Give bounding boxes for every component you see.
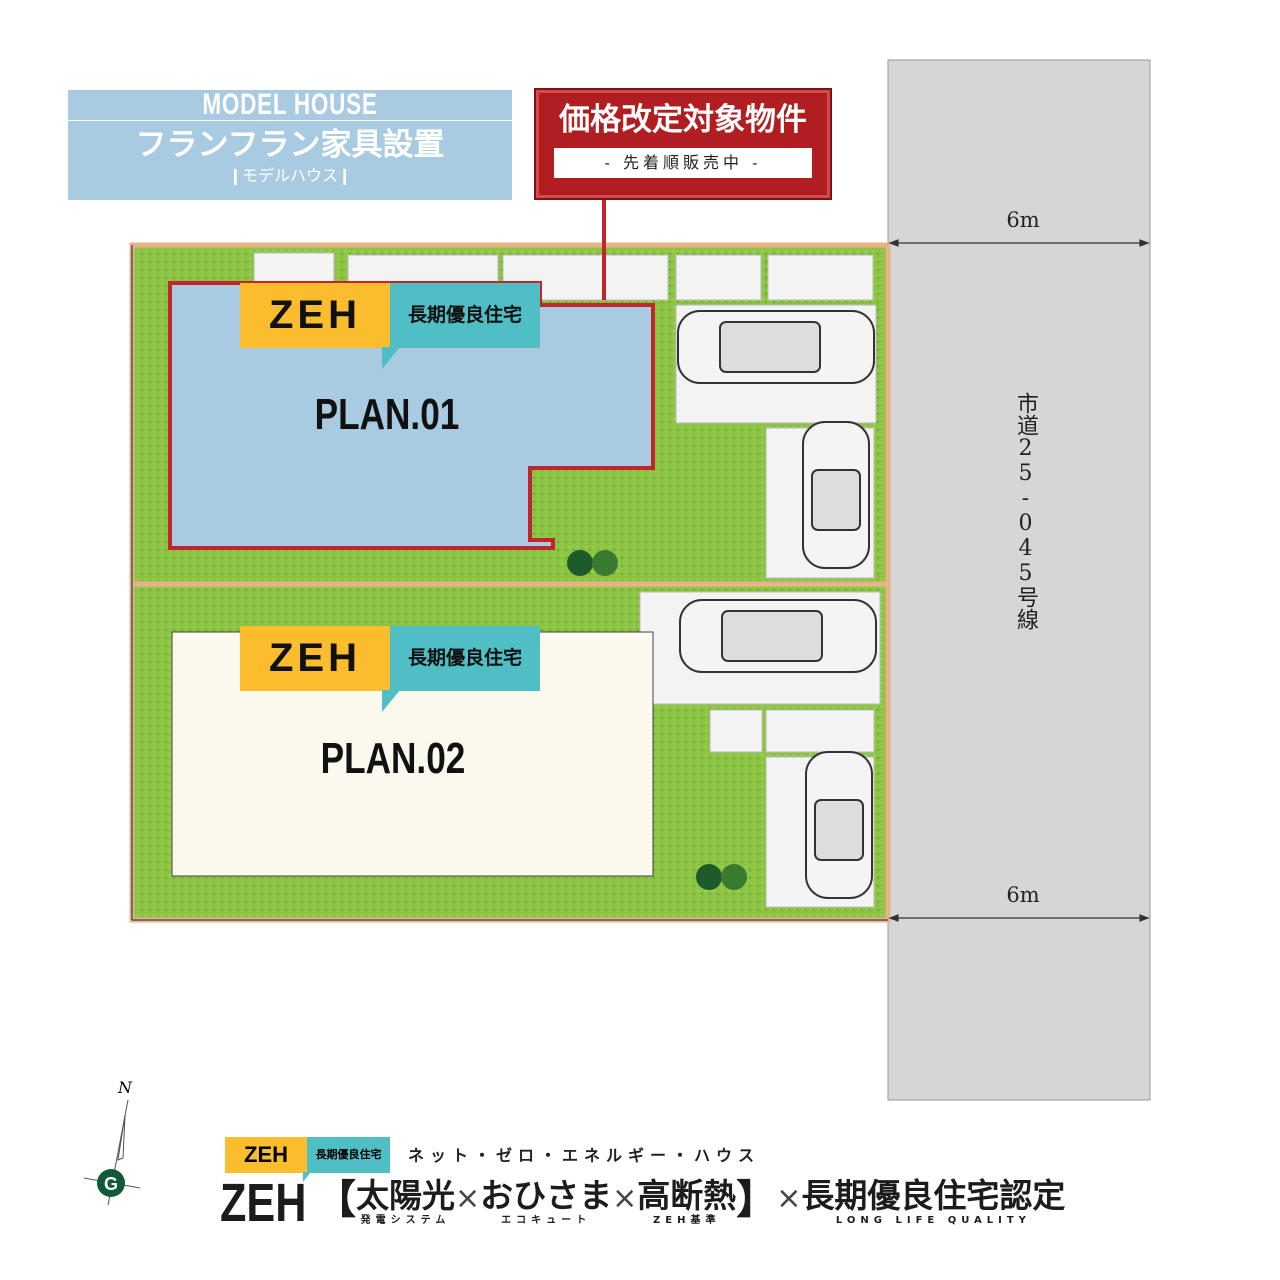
legend-kana: ネット・ゼロ・エネルギー・ハウス [408,1146,761,1165]
compass-north-label: N [118,1078,132,1097]
model-house-banner: MODEL HOUSE フランフラン家具設置 ❙モデルハウス❙ [68,90,512,200]
legend-item: おひさまエコキュート [480,1176,612,1226]
road-name: 市道25-045号線 [1013,392,1038,630]
item-sub: 発電システム [360,1215,451,1226]
item-sub: ZEH基準 [653,1215,721,1226]
plan01-badge: ZEH 長期優良住宅 [240,283,540,369]
model-house-subtitle: ❙モデルハウス❙ [228,166,352,185]
final-sub: LONG LIFE QUALITY [835,1215,1031,1226]
bracket-open: 【 [316,1177,356,1223]
compass-icon: G [83,1099,141,1206]
item-main: 高断熱 [637,1176,737,1215]
times-sign: × [612,1181,638,1216]
trees [567,550,747,890]
item-main: おひさま [480,1176,613,1215]
times-sign: × [455,1181,481,1216]
zeh-badge: ZEH [240,283,390,348]
svg-text:G: G [104,1174,118,1194]
item-main: 太陽光 [356,1176,455,1215]
final-main: 長期優良住宅認定 [801,1176,1066,1215]
price-sign-title: 価格改定対象物件 [559,102,807,138]
times-sign: × [776,1181,802,1216]
price-sign-subtitle: - 先着順販売中 - [554,148,812,178]
plan01-label: PLAN.01 [314,390,460,439]
cars [677,310,877,899]
long-life-badge: 長期優良住宅 [390,626,540,691]
price-revision-sign: 価格改定対象物件 - 先着順販売中 - [534,88,832,200]
model-house-title-jp: フランフラン家具設置 [135,127,445,163]
legend-zeh-badge: ZEH [225,1137,307,1173]
plan02-badge: ZEH 長期優良住宅 [240,626,540,712]
road-width-bottom: 6m [1006,883,1040,907]
legend-badge: ZEH 長期優良住宅 [225,1137,390,1182]
legend-zeh: ZEH [220,1173,307,1233]
dimension-lines [888,239,1150,922]
road-width-top: 6m [1006,208,1040,232]
zeh-badge: ZEH [240,626,390,691]
bracket-close: 】 [736,1177,777,1223]
legend-item: 太陽光発電システム [356,1176,455,1226]
model-house-title-en: MODEL HOUSE [202,88,378,121]
plan02-label: PLAN.02 [320,734,466,783]
long-life-badge: 長期優良住宅 [390,283,540,348]
plan01-footprint [168,281,655,550]
road [887,59,1151,1101]
legend-long-life-badge: 長期優良住宅 [307,1137,390,1173]
item-sub: エコキュート [501,1215,592,1226]
